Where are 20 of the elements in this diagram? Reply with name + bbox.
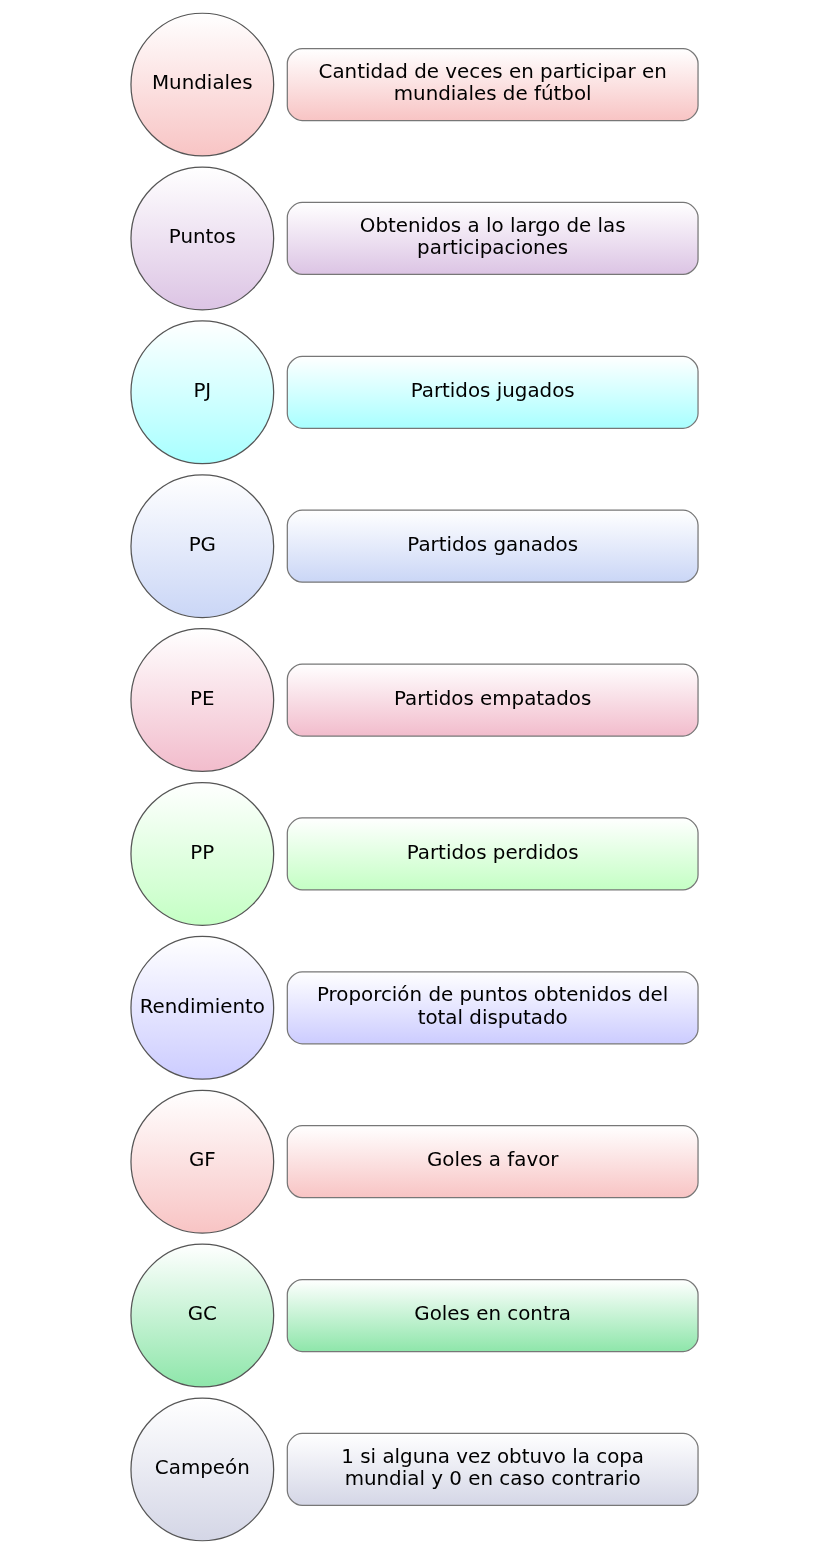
node-box: 1 si alguna vez obtuvo la copa mundial y 0 en caso contrario [286,1432,699,1506]
node-circle: PE [129,628,274,773]
node-box: Cantidad de veces en participar en mundiales de fútbol [286,48,699,122]
node-box: Partidos perdidos [286,817,699,891]
node-box: Goles a favor [286,1125,699,1199]
node-circle: Puntos [129,166,274,311]
node-circle: PG [129,474,274,619]
node-box: Obtenidos a lo largo de las participaciones [286,201,699,276]
node-box: Partidos ganados [286,509,699,583]
node-circle: PP [129,781,274,926]
node-circle: GF [129,1089,274,1234]
node-circle: Mundiales [129,12,274,157]
node-box: Goles en contra [286,1278,699,1353]
node-box: Partidos empatados [286,663,699,737]
node-box: Partidos jugados [286,355,699,429]
node-circle: GC [129,1243,274,1388]
node-box: Proporción de puntos obtenidos del total disputado [286,971,699,1045]
node-circle: Campeón [129,1397,274,1542]
node-circle: PJ [129,320,274,465]
node-circle: Rendimiento [129,935,274,1080]
